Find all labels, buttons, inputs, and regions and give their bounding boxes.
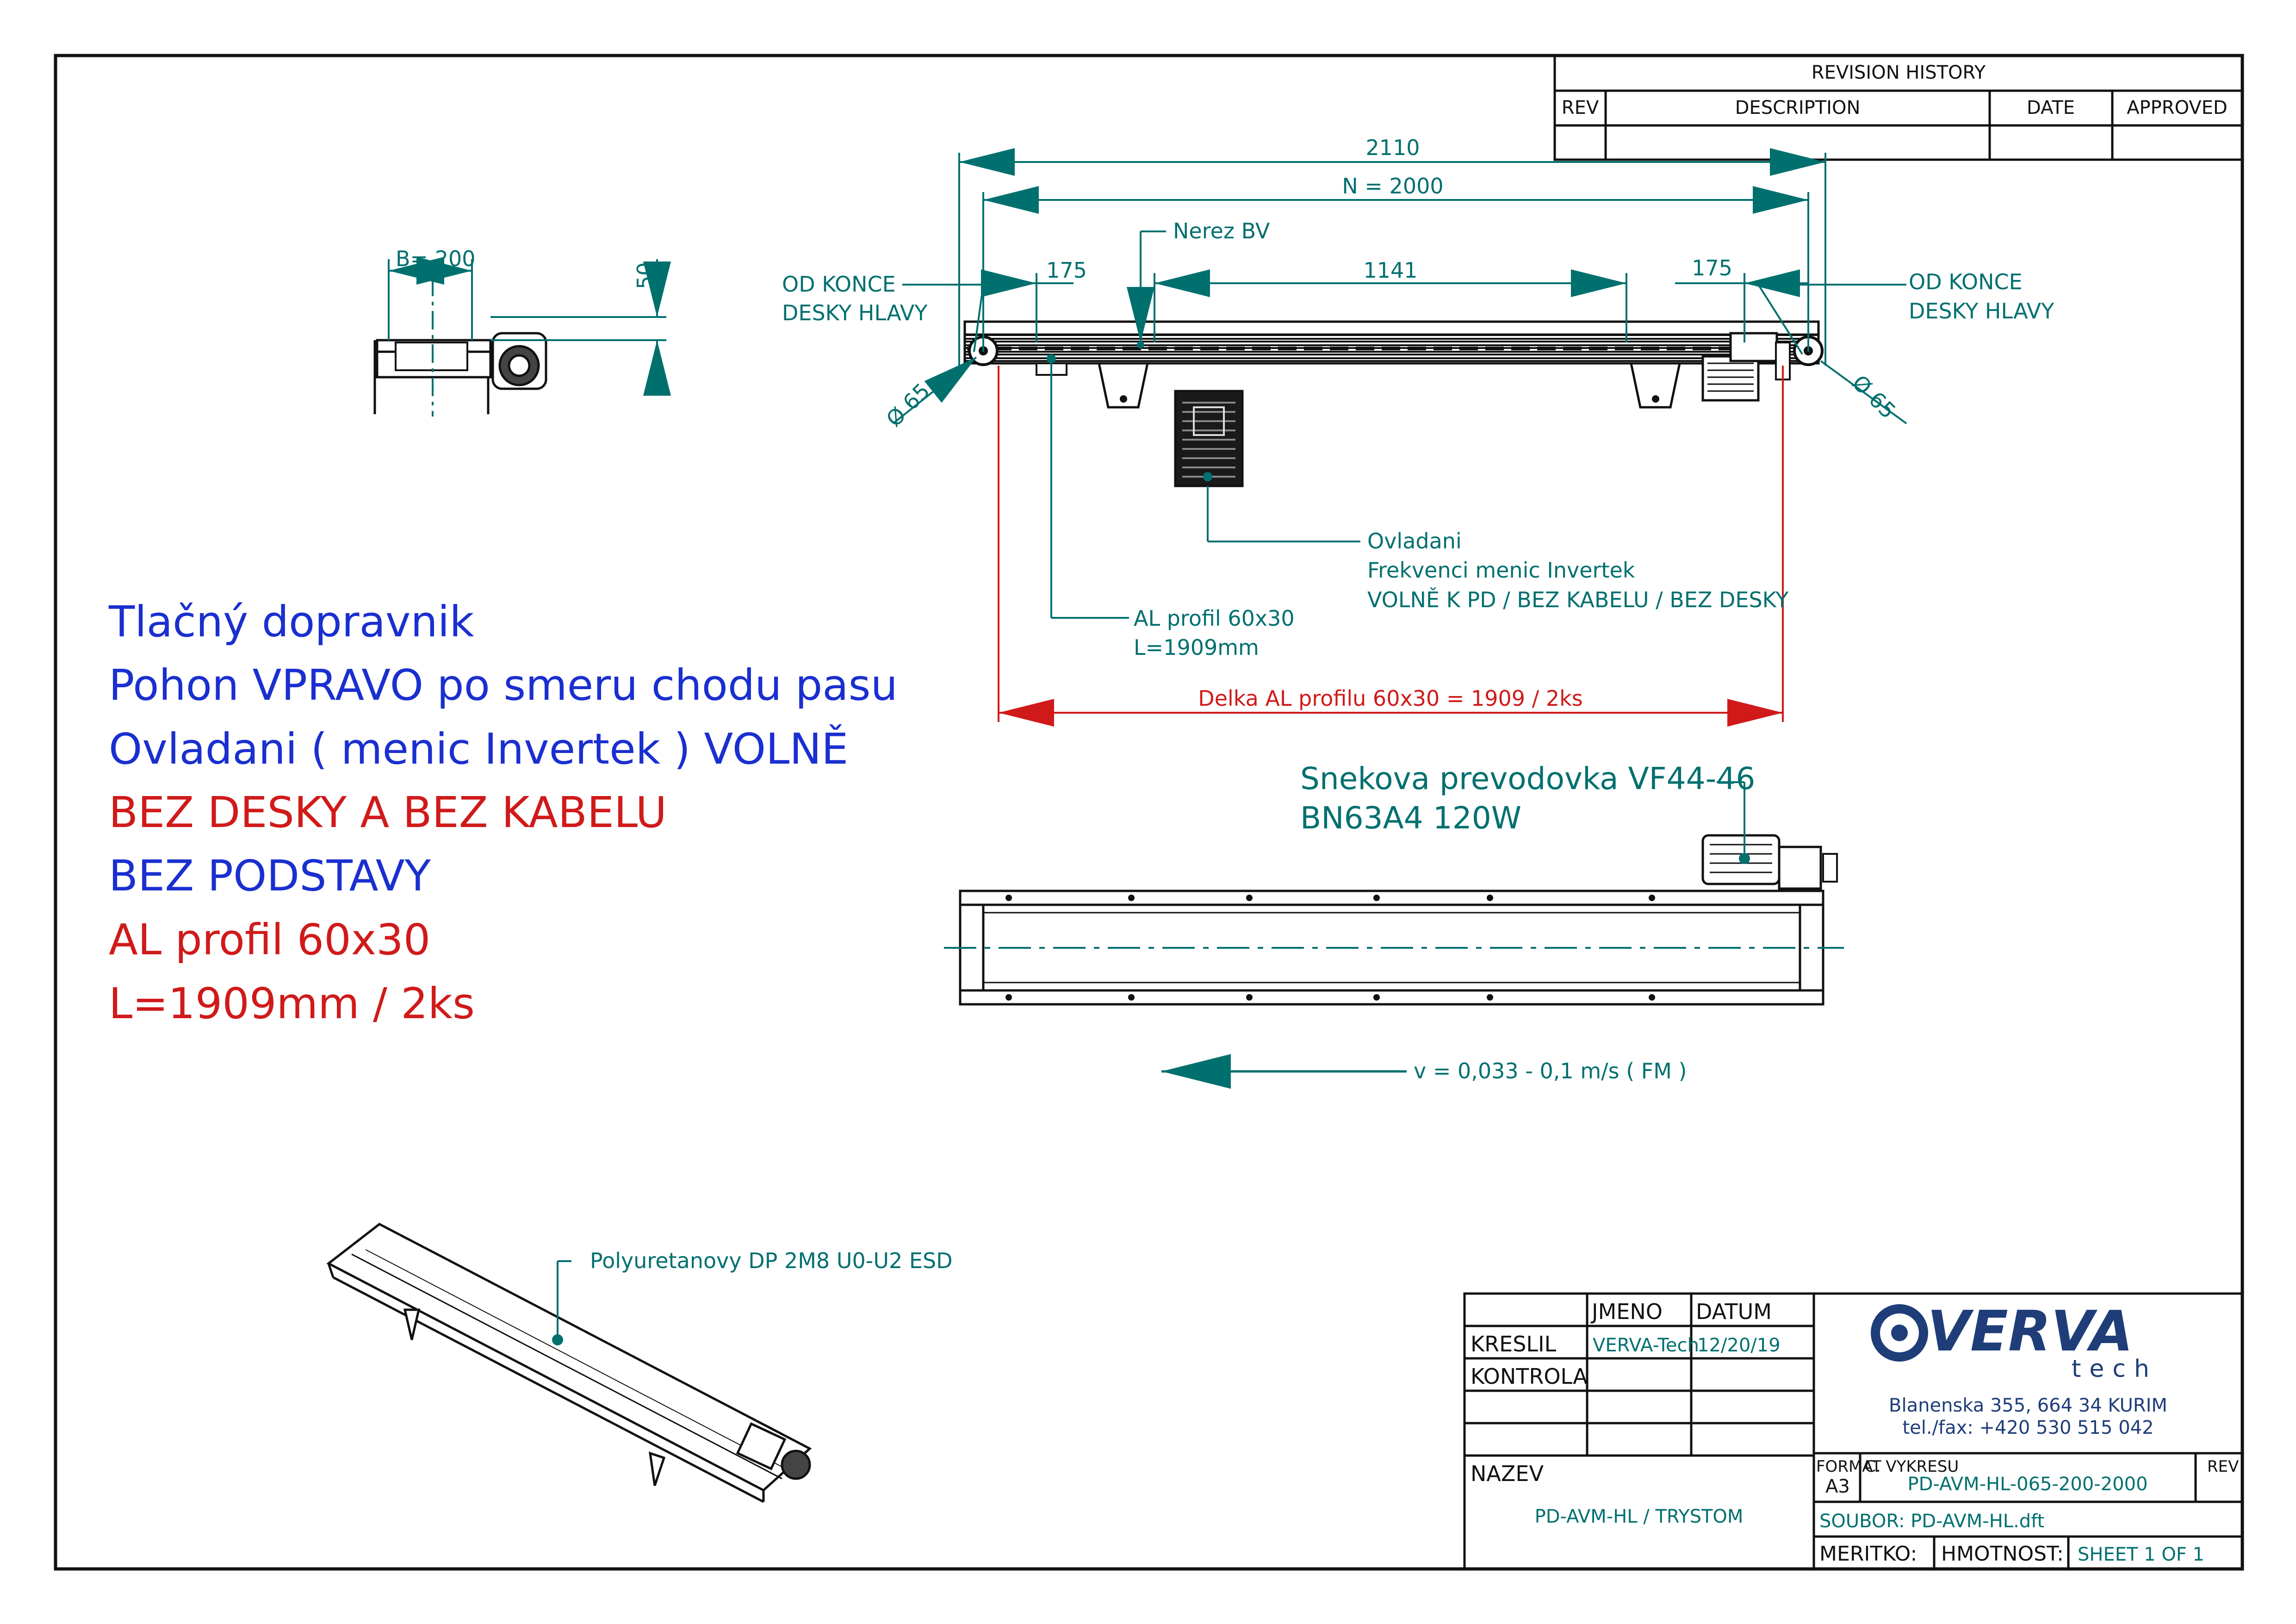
inverter-device (1174, 390, 1244, 487)
end-view-conveyor (373, 332, 547, 414)
right-foot-bracket (1629, 362, 1682, 409)
title-format-value: A3 (1825, 1476, 1850, 1497)
dim-right-175: 175 (1692, 255, 1732, 280)
callout-ovladani-2: Frekvenci menic Invertek (1367, 558, 1635, 583)
title-hmotnost: HMOTNOST: (1941, 1542, 2064, 1566)
logo-sub: tech (2072, 1355, 2158, 1383)
callout-od-konce-left-1: OD KONCE (782, 272, 896, 297)
callout-nerez: Nerez BV (1173, 218, 1270, 243)
callout-od-konce-left-2: DESKY HLAVY (782, 300, 928, 325)
title-col-datum: DATUM (1696, 1299, 1772, 1324)
revision-col-date: DATE (2027, 97, 2075, 118)
note-line-7: L=1909mm / 2ks (109, 979, 475, 1028)
title-row-kreslil: KRESLIL (1471, 1332, 1557, 1356)
title-cislo-label: C. VYKRESU (1865, 1457, 1959, 1476)
callout-gearbox-2: BN63A4 120W (1300, 800, 1521, 836)
callout-ovladani-1: Ovladani (1367, 529, 1462, 554)
verva-logo-icon (1871, 1304, 1928, 1362)
dim-n-length: N = 2000 (1342, 174, 1443, 199)
title-soubor: SOUBOR: PD-AVM-HL.dft (1819, 1511, 2044, 1532)
dim-profile-length: Delka AL profilu 60x30 = 1909 / 2ks (1198, 686, 1582, 711)
note-line-6: AL profil 60x30 (109, 915, 430, 964)
speed-label: v = 0,033 - 0,1 m/s ( FM ) (1414, 1058, 1687, 1083)
note-line-2: Pohon VPRAVO po smeru chodu pasu (109, 660, 898, 710)
title-kreslil-name: VERVA-Tech (1593, 1335, 1699, 1356)
note-line-1: Tlačný dopravnik (108, 597, 474, 647)
note-line-3: Ovladani ( menic Invertek ) VOLNĚ (109, 724, 848, 774)
callout-ovladani-3: VOLNĚ K PD / BEZ KABELU / BEZ DESKY (1367, 587, 1789, 612)
title-sheet: SHEET 1 OF 1 (2078, 1544, 2204, 1565)
callout-od-konce-right-2: DESKY HLAVY (1909, 299, 2054, 324)
note-line-4: BEZ DESKY A BEZ KABELU (109, 788, 667, 837)
company-phone: tel./fax: +420 530 515 042 (1902, 1417, 2153, 1438)
callout-od-konce-right-1: OD KONCE (1909, 269, 2023, 294)
title-meritko: MERITKO: (1819, 1542, 1917, 1566)
callout-gearbox-1: Snekova prevodovka VF44-46 (1300, 761, 1755, 796)
revision-col-description: DESCRIPTION (1735, 97, 1861, 118)
title-kreslil-date: 12/20/19 (1697, 1335, 1781, 1356)
drawing-border (54, 54, 2244, 1571)
dim-belt-width: B= 200 (396, 246, 476, 271)
side-view-conveyor (963, 320, 1824, 409)
title-row-kontrola: KONTROLA (1471, 1364, 1588, 1389)
dim-height-50: 50 (633, 262, 658, 289)
title-nazev-label: NAZEV (1471, 1461, 1544, 1486)
dim-overall-length: 2110 (1365, 135, 1420, 160)
title-rev-label: REV (2207, 1457, 2239, 1476)
notes-block: Tlačný dopravnik Pohon VPRAVO po smeru c… (108, 597, 898, 1028)
callout-al-profil-2: L=1909mm (1134, 635, 1259, 660)
callout-belt: Polyuretanovy DP 2M8 U0-U2 ESD (590, 1248, 953, 1273)
dim-right-diameter: Ø 65 (1847, 370, 1901, 424)
company-address: Blanenska 355, 664 34 KURIM (1889, 1395, 2167, 1416)
callout-al-profil-1: AL profil 60x30 (1134, 606, 1295, 631)
revision-history-title: REVISION HISTORY (1812, 62, 1986, 83)
title-col-jmeno: JMENO (1590, 1299, 1663, 1324)
revision-history-block (1553, 54, 2244, 161)
revision-col-rev: REV (1562, 97, 1599, 118)
logo-text: VERVA (1927, 1300, 2133, 1364)
title-block (1463, 1292, 2244, 1570)
dim-left-diameter: Ø 65 (881, 378, 935, 432)
verva-logo: VERVA tech (1871, 1300, 2158, 1383)
note-line-5: BEZ PODSTAVY (109, 851, 431, 901)
title-nazev-value: PD-AVM-HL / TRYSTOM (1535, 1506, 1744, 1527)
title-drawing-number: PD-AVM-HL-065-200-2000 (1907, 1474, 2147, 1495)
revision-col-approved: APPROVED (2127, 97, 2228, 118)
isometric-view-conveyor (326, 1223, 812, 1503)
plan-view-conveyor (959, 834, 1838, 1006)
left-foot-bracket (1097, 362, 1149, 409)
title-format-label: FORMAT (1816, 1457, 1881, 1476)
dim-left-175: 175 (1046, 258, 1087, 283)
dim-mid-1141: 1141 (1363, 258, 1417, 283)
